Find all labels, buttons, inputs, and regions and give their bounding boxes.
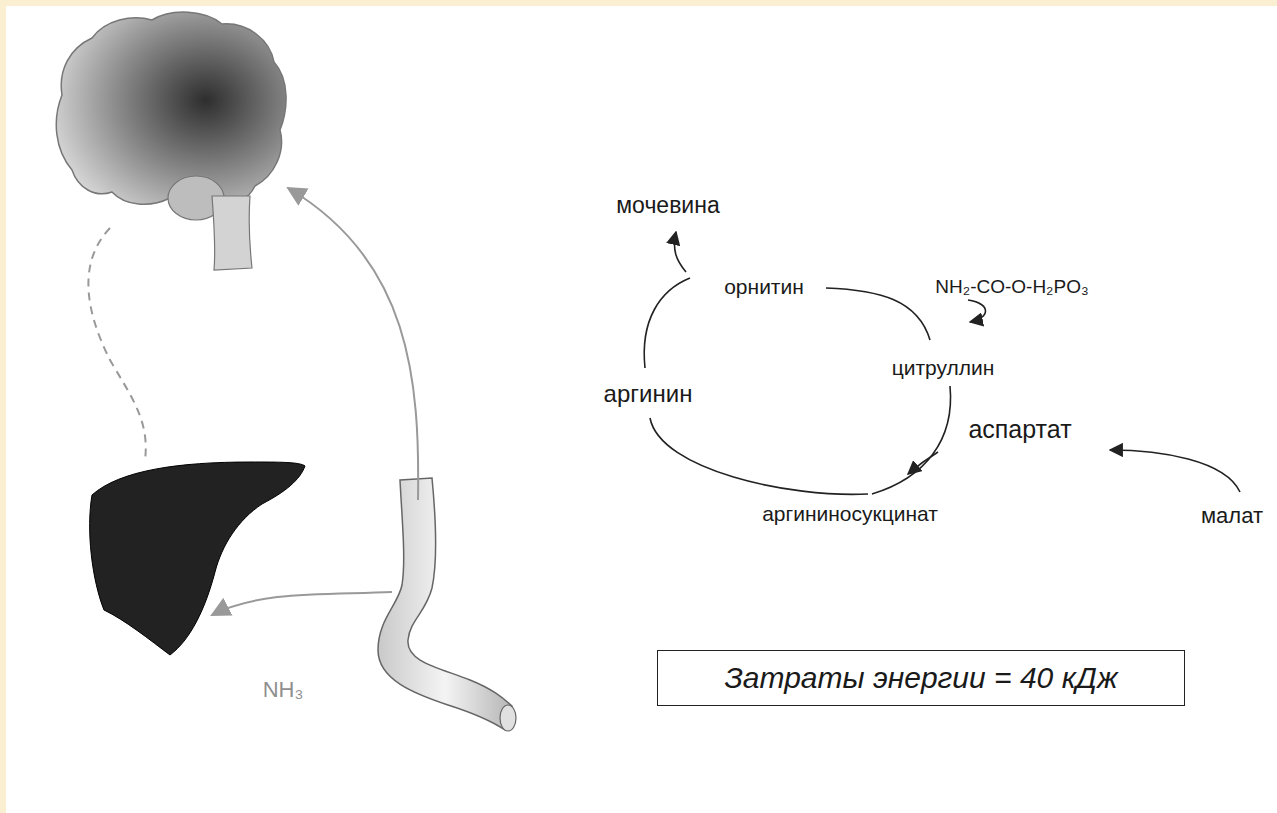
metabolite-label: NH₂-CO-O-H₂PO₃ <box>935 277 1088 298</box>
brainstem <box>212 196 252 270</box>
metabolite-label: орнитин <box>724 275 804 298</box>
metabolite-label: цитруллин <box>892 356 995 379</box>
metabolite-label: малат <box>1201 504 1263 528</box>
brain <box>56 12 286 208</box>
metabolite-label: аспартат <box>968 416 1071 444</box>
cycle-arrow <box>872 386 951 494</box>
liver <box>90 462 305 655</box>
intestine-end <box>500 705 516 731</box>
metabolite-label: аргининосукцинат <box>762 502 938 525</box>
cycle-arrow <box>644 278 690 368</box>
frame-band <box>0 0 6 813</box>
ammonia-arrow <box>212 592 392 615</box>
cycle-arrow <box>908 452 938 474</box>
cycle-arrow <box>674 232 686 272</box>
energy-box: Затраты энергии = 40 кДж <box>657 650 1185 706</box>
energy-text: Затраты энергии = 40 кДж <box>724 661 1117 695</box>
metabolite-label: аргинин <box>604 381 693 407</box>
dashed-vessel <box>88 228 145 460</box>
intestine <box>378 478 512 730</box>
cycle-arrow <box>1110 450 1240 492</box>
cycle-arrow <box>968 300 986 322</box>
cycle-arrow <box>650 418 868 494</box>
metabolite-label: мочевина <box>616 193 719 218</box>
frame-band <box>0 0 1277 6</box>
blood-arrow <box>288 188 418 500</box>
ammonia-label: NH₃ <box>263 678 304 702</box>
cycle-arrow <box>826 288 930 340</box>
